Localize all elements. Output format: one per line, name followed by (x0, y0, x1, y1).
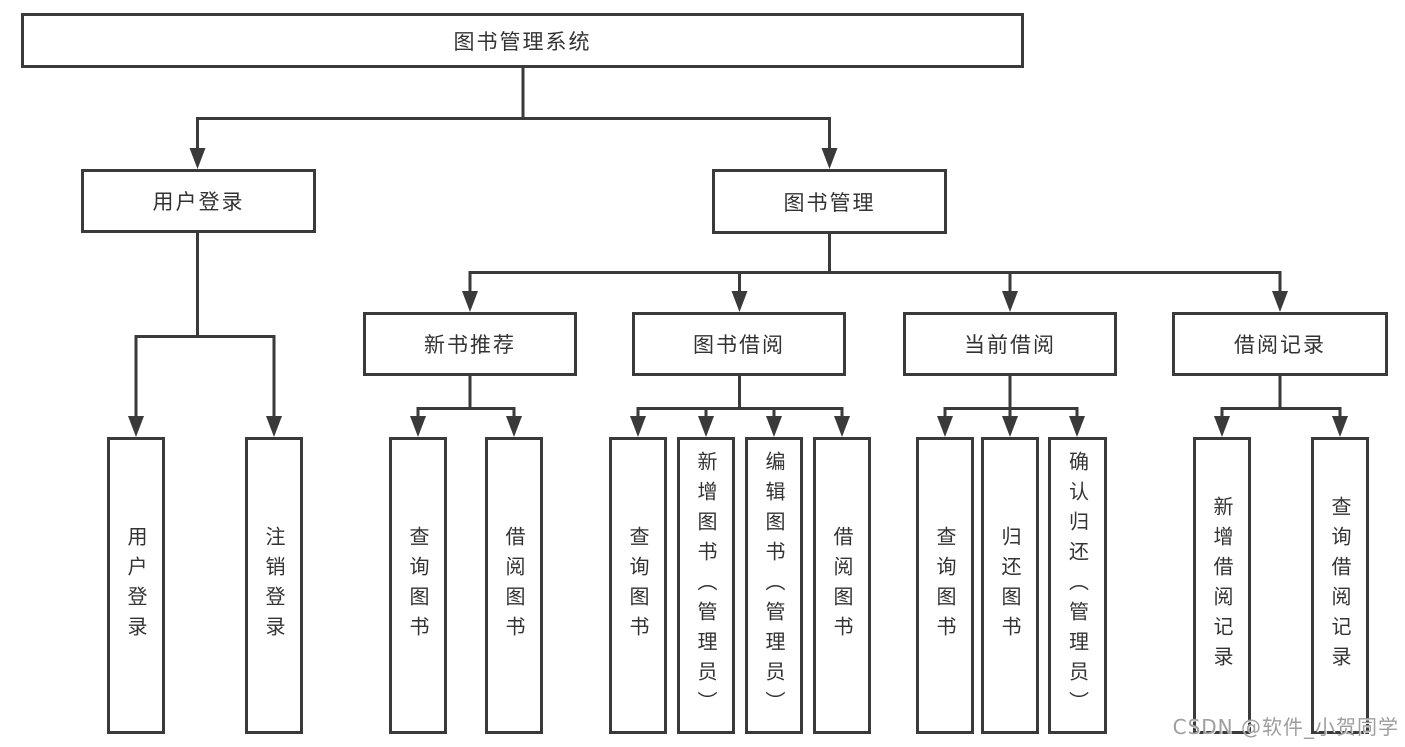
leaf-query-books-borrowing: 查询图书 (609, 437, 667, 734)
leaf-query-books-recommend: 查询图书 (389, 437, 447, 734)
leaf-return-books: 归还图书 (981, 437, 1039, 734)
leaf-borrow-books-recommend: 借阅图书 (485, 437, 543, 734)
node-current-borrowing: 当前借阅 (903, 312, 1117, 376)
connector-lines (134, 68, 1342, 420)
node-root: 图书管理系统 (21, 13, 1024, 68)
leaf-confirm-return-admin: 确认归还（管理员） (1048, 437, 1107, 734)
leaf-borrow-books-borrowing: 借阅图书 (813, 437, 871, 734)
node-new-book-recommendation: 新书推荐 (363, 312, 577, 376)
leaf-logout: 注销登录 (245, 437, 303, 734)
leaf-add-books-admin: 新增图书（管理员） (677, 437, 735, 734)
leaf-edit-books-admin: 编辑图书（管理员） (745, 437, 803, 734)
node-book-borrowing: 图书借阅 (632, 312, 846, 376)
leaf-query-books-current: 查询图书 (916, 437, 974, 734)
node-borrowing-records: 借阅记录 (1172, 312, 1388, 376)
leaf-add-borrow-record: 新增借阅记录 (1193, 437, 1251, 734)
leaf-query-borrow-record: 查询借阅记录 (1311, 437, 1369, 734)
node-user-login-branch: 用户登录 (81, 169, 316, 233)
leaf-user-login: 用户登录 (107, 437, 165, 734)
arrowhead-icons (128, 148, 1348, 437)
node-book-management: 图书管理 (712, 169, 947, 234)
watermark: CSDN @软件_小贺同学 (1172, 715, 1399, 739)
